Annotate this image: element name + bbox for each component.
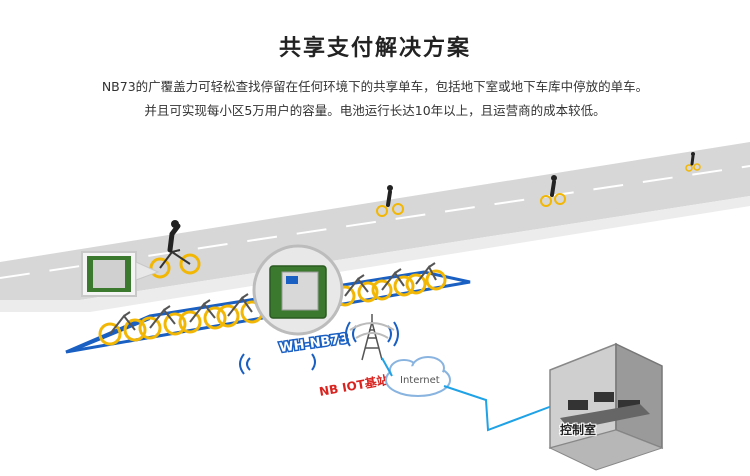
cloud-to-control-link	[443, 385, 553, 432]
callout-pointer	[135, 261, 160, 281]
module-label: WH-NB73	[278, 331, 349, 356]
tower-emission-arcs	[349, 322, 395, 339]
parked-bike-frames	[109, 262, 437, 335]
internet-cloud	[385, 356, 451, 397]
cyclist-distant	[685, 152, 701, 172]
internet-label: Internet	[400, 375, 440, 386]
tower-to-cloud-link	[381, 357, 393, 377]
road-shoulder	[0, 196, 750, 312]
module-shield-logo	[286, 276, 298, 284]
cyclist-far	[540, 175, 566, 207]
page-title: 共享支付解决方案	[278, 36, 471, 61]
description-line-1: NB73的广覆盖力可轻松查找停留在任何环境下的共享单车，包括地下室或地下车库中停…	[101, 79, 649, 94]
base-station-label: NB IOT基站	[318, 372, 390, 399]
module-signal-waves	[239, 353, 316, 375]
control-room-label: 控制室	[560, 422, 596, 437]
description-line-2: 并且可实现每小区5万用户的容量。电池运行长达10年以上，且运营商的成本较低。	[144, 103, 606, 118]
module-callout-shield	[93, 260, 125, 288]
base-station-tower	[361, 314, 383, 361]
parked-bikes	[98, 269, 447, 346]
cyclist-mid	[376, 185, 404, 217]
control-room	[548, 342, 664, 471]
cyclist-near	[149, 220, 201, 279]
parking-area-border-left	[66, 316, 150, 352]
